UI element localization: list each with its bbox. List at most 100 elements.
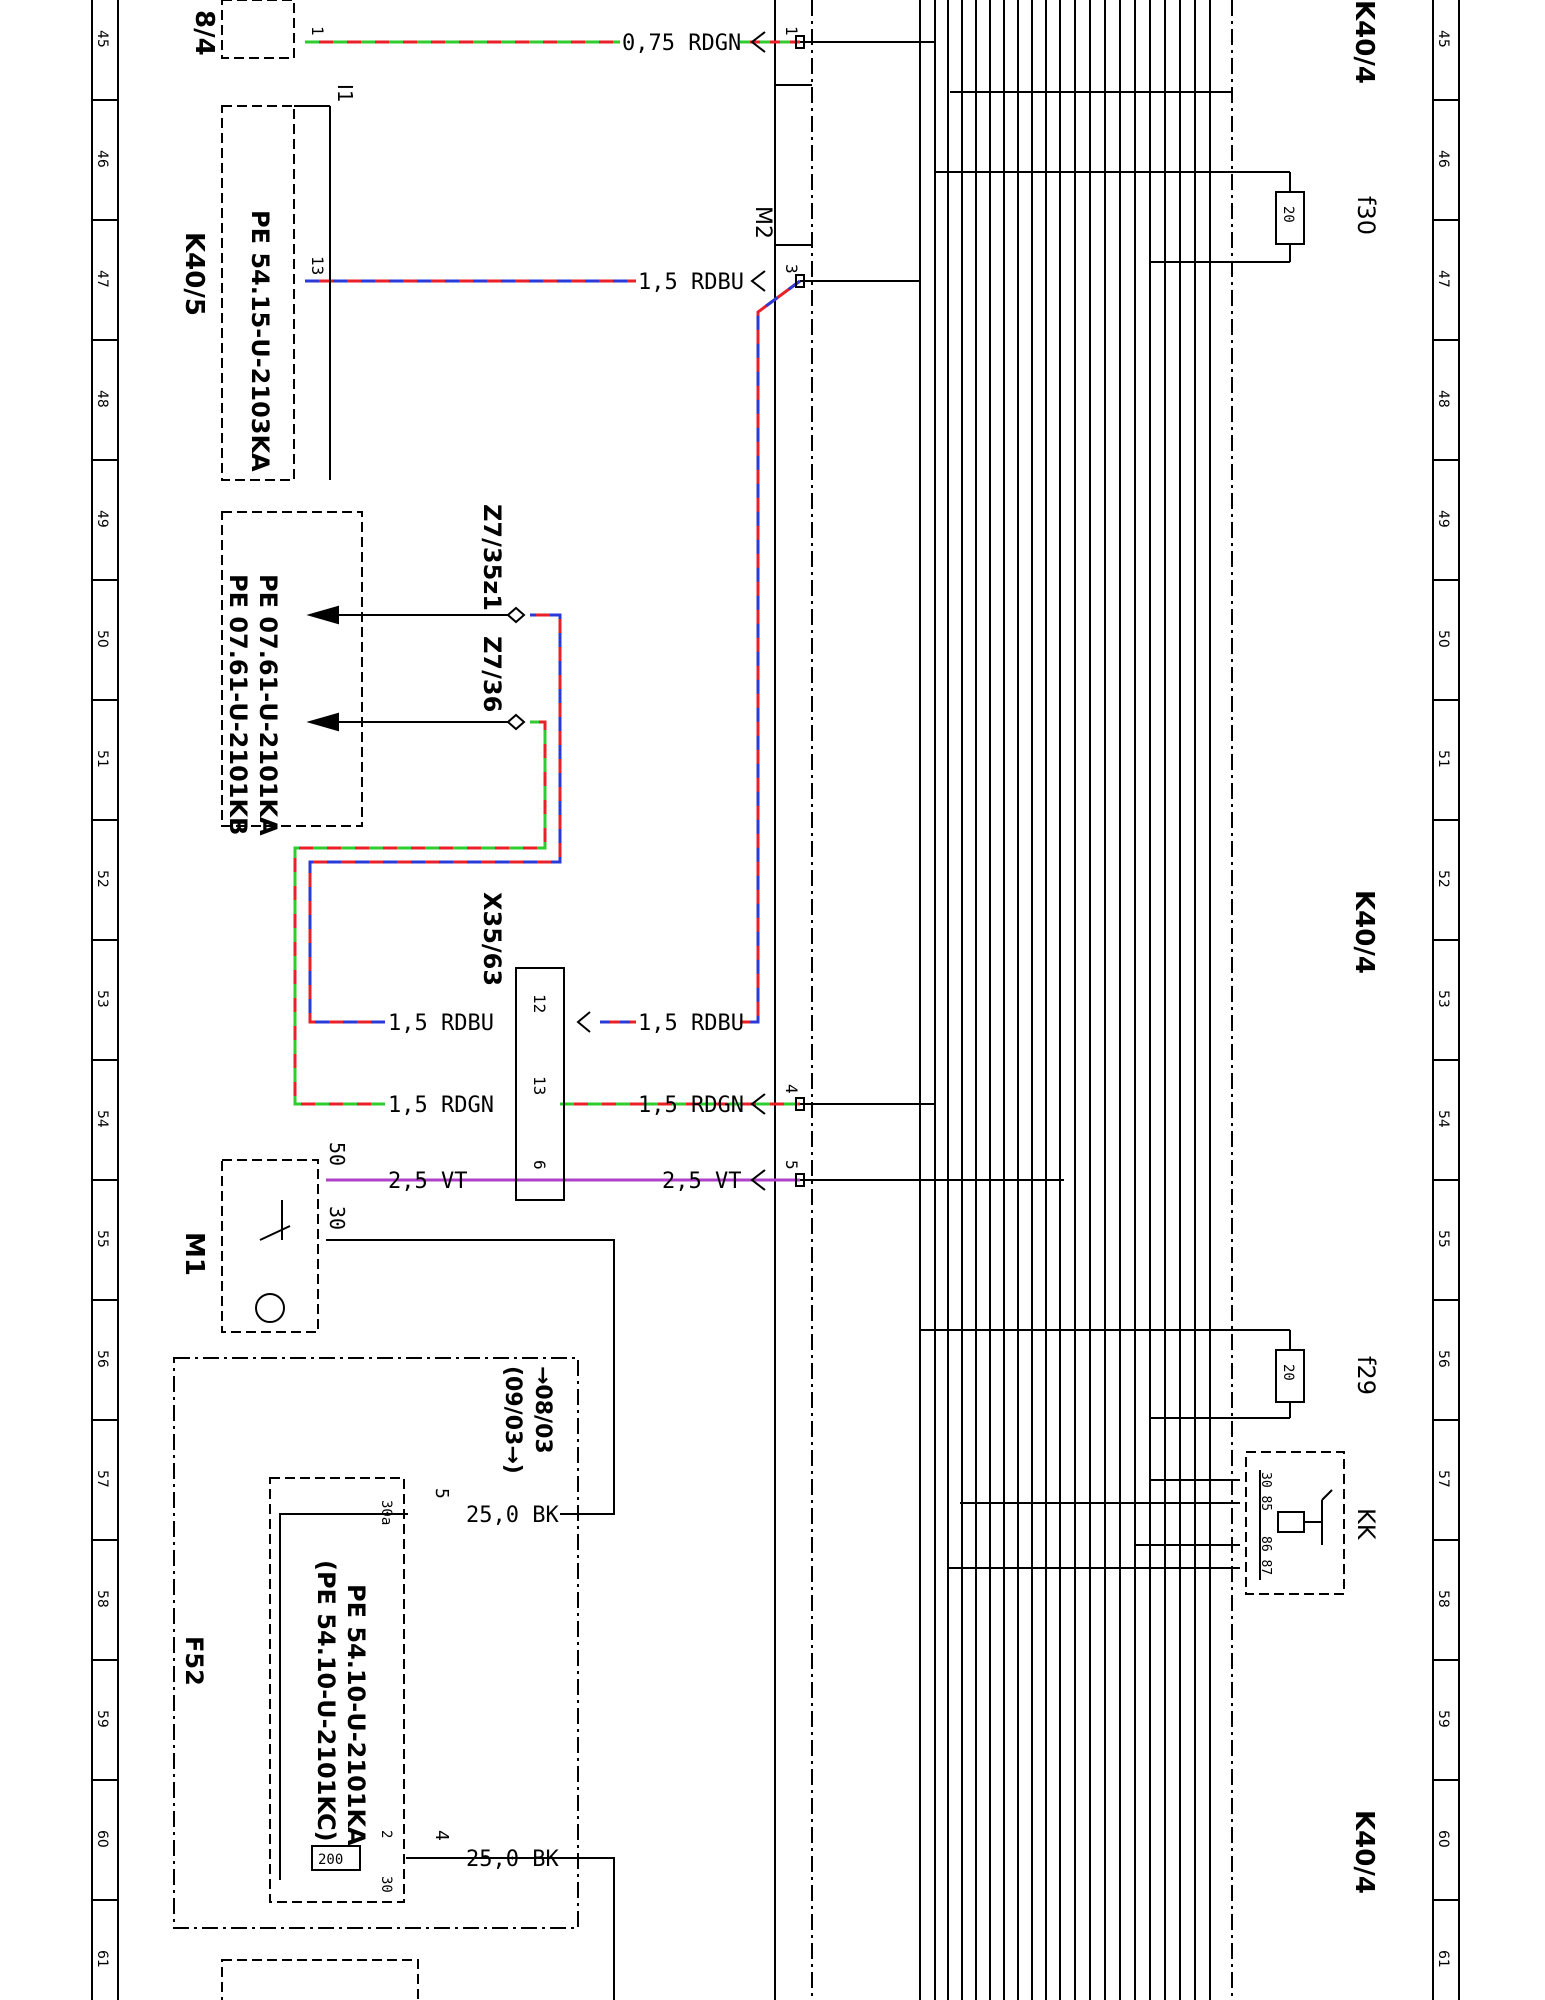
wire-rdbu-left [308,613,562,1024]
row-number-left: 49 [94,510,110,528]
fuse-f52-value: 200 [318,1852,343,1868]
row-number-left: 60 [94,1830,110,1848]
label-kk: KK [1352,1508,1380,1541]
pin-4: 4 [782,1084,801,1094]
label-z7-ref2: PE 07.61-U-2101KB [224,574,252,835]
pin-13: 13 [308,256,327,275]
row-number-left: 45 [94,30,110,48]
wire-bk [279,1239,615,2000]
pin-1b: 1 [782,26,801,36]
label-f52-date1: →08/03 [530,1366,555,1454]
label-k40-4-top: K40/4 [1349,0,1379,84]
row-number-left: 59 [94,1710,110,1728]
wire-label-w4: 1,5 RDBU [638,1011,744,1036]
wire-label-w2: 1,5 RDBU [638,270,744,295]
pin-13b: 13 [530,1076,549,1095]
pin-5b: 5 [431,1488,452,1499]
pin-4b: 4 [431,1830,452,1841]
row-number-left: 61 [94,1950,110,1968]
label-m2: M2 [750,206,775,239]
row-number-left: 46 [94,150,110,168]
row-ruler-left [91,0,119,2000]
row-number-left: 58 [94,1590,110,1608]
pin-30a: 30a [378,1500,394,1525]
bus-wires [774,0,1211,2000]
label-m1: M1 [179,1232,209,1276]
fuse-f30-value: 20 [1280,206,1296,223]
row-number-right: 58 [1435,1590,1451,1608]
label-f52-ref1: PE 54.10-U-2101KA [342,1584,370,1846]
row-number-right: 47 [1435,270,1451,288]
box-k40-5 [221,105,331,481]
row-number-right: 60 [1435,1830,1451,1848]
row-number-left: 55 [94,1230,110,1248]
fuse-f29 [1232,1329,1305,1419]
connector-m2 [774,0,812,2000]
row-number-right: 46 [1435,150,1451,168]
box-b8-4 [221,0,295,59]
wire-label-w10: 25,0 BK [466,1847,559,1872]
row-number-left: 50 [94,630,110,648]
label-k40-4-mid: K40/4 [1349,890,1379,974]
fuse-f29-value: 20 [1280,1364,1296,1381]
pin-3: 3 [782,264,801,274]
row-number-right: 52 [1435,870,1451,888]
label-b8-4: 8/4 [189,10,219,56]
row-number-right: 49 [1435,510,1451,528]
row-number-left: 53 [94,990,110,1008]
row-number-right: 59 [1435,1710,1451,1728]
row-ruler-right [1432,0,1460,2000]
wire-label-w3: 1,5 RDBU [388,1011,494,1036]
label-f52: F52 [180,1636,208,1686]
row-number-right: 57 [1435,1470,1451,1488]
row-number-right: 51 [1435,750,1451,768]
label-z7-36: Z7/36 [478,636,506,712]
box-x35-63 [515,967,565,1201]
wire-label-w7: 2,5 VT [388,1169,467,1194]
wire-label-w5: 1,5 RDGN [388,1093,494,1118]
wire-label-w6: 1,5 RDGN [638,1093,744,1118]
pin-1a: 1 [308,26,327,36]
box-bottom [221,1959,419,2000]
wire-rdbu-m2-down [740,279,801,1024]
pin-30: 30 [325,1206,349,1230]
relay-kk [1245,1451,1345,1595]
box-f52-inner [269,1477,405,1903]
label-k40-4-bot: K40/4 [1349,1810,1379,1894]
box-f52 [173,1357,579,1929]
wire-label-w8: 2,5 VT [662,1169,741,1194]
label-k40-5: K40/5 [179,232,209,316]
pin-30b: 30 [378,1876,394,1893]
row-number-left: 47 [94,270,110,288]
row-number-right: 55 [1435,1230,1451,1248]
row-number-right: 50 [1435,630,1451,648]
row-number-right: 45 [1435,30,1451,48]
row-number-left: 51 [94,750,110,768]
label-f30: f30 [1352,196,1380,235]
fuse-f52 [311,1845,361,1871]
row-number-right: 53 [1435,990,1451,1008]
fuse-f30 [1232,171,1305,263]
label-z7-35z1: Z7/35z1 [478,504,506,611]
row-number-right: 54 [1435,1110,1451,1128]
pin-50: 50 [325,1142,349,1166]
box-z7-ref [221,511,363,827]
pin-5: 5 [782,1160,801,1170]
row-ruler-ticks [92,99,1459,1901]
label-f29: f29 [1352,1356,1380,1395]
row-number-right: 61 [1435,1950,1451,1968]
connector-markers [576,31,805,1191]
row-number-left: 52 [94,870,110,888]
row-number-left: 54 [94,1110,110,1128]
box-m1 [221,1159,319,1333]
row-number-left: 56 [94,1350,110,1368]
wire-label-w9: 25,0 BK [466,1503,559,1528]
label-k40-5-ref: PE 54.15-U-2103KA [246,210,274,472]
label-f52-ref2: (PE 54.10-U-2101KC) [312,1560,340,1842]
row-number-right: 56 [1435,1350,1451,1368]
relay-pins-1: 30 85 [1258,1472,1273,1511]
bus-taps [800,0,1240,1569]
row-number-right: 48 [1435,390,1451,408]
